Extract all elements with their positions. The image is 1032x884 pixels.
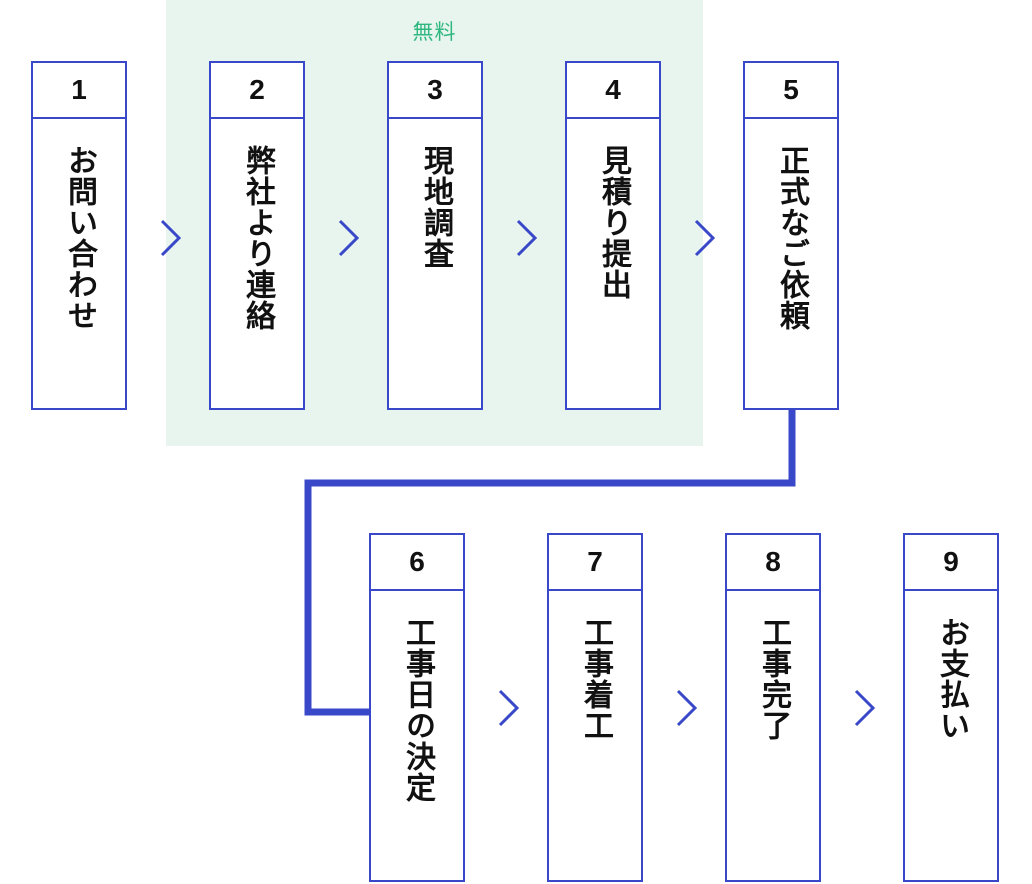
step-label: 工事着工 xyxy=(578,617,613,741)
step-label: 工事完了 xyxy=(756,617,791,741)
chevron-right-icon xyxy=(516,219,538,257)
chevron-right-icon xyxy=(160,219,182,257)
chevron-right-icon xyxy=(338,219,360,257)
step-number: 3 xyxy=(389,63,481,119)
step-number: 9 xyxy=(905,535,997,591)
chevron-right-icon xyxy=(498,689,520,727)
step-number: 6 xyxy=(371,535,463,591)
step-label: 見積り提出 xyxy=(596,145,631,300)
free-label: 無料 xyxy=(412,20,457,44)
step-number: 2 xyxy=(211,63,303,119)
step-7: 7 工事着工 xyxy=(547,533,643,882)
step-number: 7 xyxy=(549,535,641,591)
step-number: 4 xyxy=(567,63,659,119)
step-4: 4 見積り提出 xyxy=(565,61,661,410)
step-label: 工事日の決定 xyxy=(400,617,435,803)
step-number: 5 xyxy=(745,63,837,119)
step-label: 弊社より連絡 xyxy=(240,145,275,331)
step-5: 5 正式なご依頼 xyxy=(743,61,839,410)
step-1: 1 お問い合わせ xyxy=(31,61,127,410)
chevron-right-icon xyxy=(854,689,876,727)
step-label: お問い合わせ xyxy=(62,145,97,331)
step-number: 8 xyxy=(727,535,819,591)
step-6: 6 工事日の決定 xyxy=(369,533,465,882)
step-number: 1 xyxy=(33,63,125,119)
step-8: 8 工事完了 xyxy=(725,533,821,882)
step-label: 正式なご依頼 xyxy=(774,145,809,331)
chevron-right-icon xyxy=(676,689,698,727)
step-2: 2 弊社より連絡 xyxy=(209,61,305,410)
step-9: 9 お支払い xyxy=(903,533,999,882)
step-3: 3 現地調査 xyxy=(387,61,483,410)
step-label: 現地調査 xyxy=(418,145,453,269)
chevron-right-icon xyxy=(694,219,716,257)
step-label: お支払い xyxy=(934,617,969,741)
